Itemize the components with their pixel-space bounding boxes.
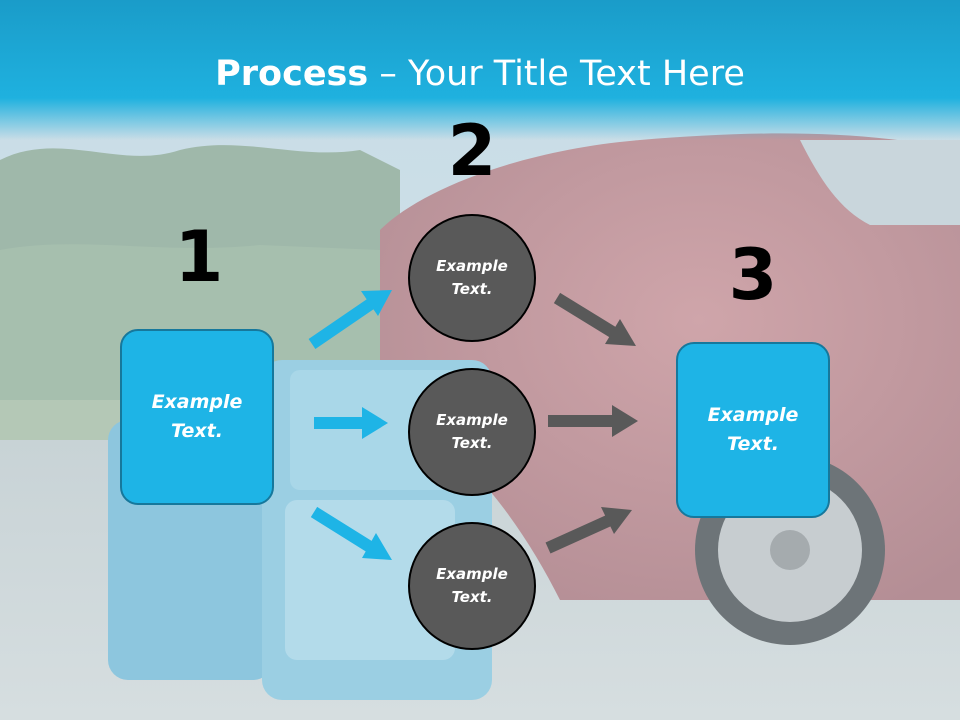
circle-text-middle: Example Text. (436, 411, 508, 452)
step-1-text: Example Text. (151, 391, 243, 442)
step-number-2: 2 (447, 110, 497, 192)
step-3-text: Example Text. (707, 404, 799, 455)
step-2-circle-middle[interactable]: Example Text. (408, 368, 536, 496)
step-2-circle-top[interactable]: Example Text. (408, 214, 536, 342)
step-number-3: 3 (728, 234, 778, 316)
step-2-circle-bottom[interactable]: Example Text. (408, 522, 536, 650)
title-rest: – Your Title Text Here (368, 54, 745, 94)
step-3-box[interactable]: Example Text. (676, 342, 830, 518)
title-bar (0, 0, 960, 140)
title-bold: Process (215, 54, 369, 94)
circle-text-bottom: Example Text. (436, 565, 508, 606)
step-number-1: 1 (174, 216, 224, 298)
slide-title[interactable]: Process – Your Title Text Here (0, 50, 960, 98)
circle-text-top: Example Text. (436, 257, 508, 298)
step-1-box[interactable]: Example Text. (120, 329, 274, 505)
